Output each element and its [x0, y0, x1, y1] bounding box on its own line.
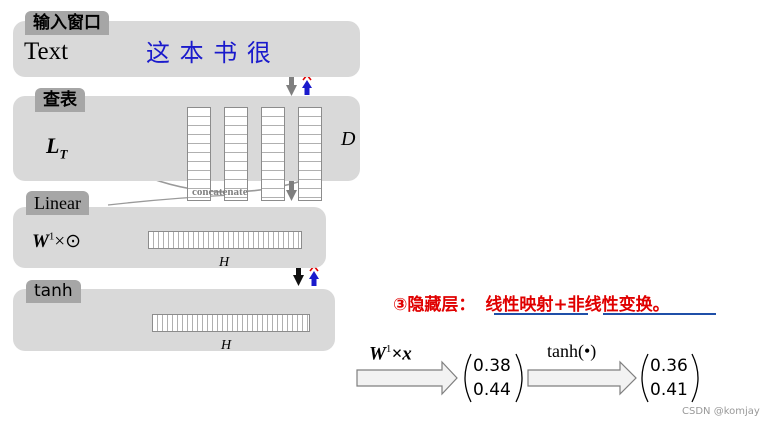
tanh-hidden-vector [152, 314, 310, 332]
tanh-h-label: H [221, 338, 232, 353]
tanh-formula: tanh(•) [547, 341, 597, 361]
hidden-layer-title: ③隐藏层：线性映射+非线性变换。 [393, 295, 670, 315]
w1-operator: W1×⊙ [32, 230, 82, 252]
watermark: CSDN @komjay [682, 406, 760, 417]
lt-symbol: LT [46, 133, 68, 162]
flow-arrow-3 [293, 264, 319, 286]
text-label: Text [24, 38, 69, 65]
w1-x-formula: W1×x [369, 343, 412, 365]
flow-arrow-1 [286, 73, 312, 96]
dimension-d-label: D [341, 128, 356, 150]
embedding-vector-3 [261, 107, 285, 201]
vector-1: 0.38 0.44 [473, 356, 511, 400]
chinese-input-text: 这 本 书 很 [146, 39, 272, 67]
block-arrow-1 [356, 360, 458, 396]
lookup-tab: 查表 [35, 88, 85, 112]
tanh-tab: tanh [26, 280, 81, 303]
concatenate-link [107, 194, 233, 206]
vector-2: 0.36 0.41 [650, 356, 688, 400]
linear-h-label: H [219, 255, 230, 270]
embedding-vector-4 [298, 107, 322, 201]
embedding-vector-2 [224, 107, 248, 201]
concatenate-label: concatenate [192, 186, 248, 198]
embedding-vector-1 [187, 107, 211, 201]
linear-tab: Linear [26, 191, 89, 215]
input-window-tab: 输入窗口 [25, 11, 109, 35]
block-arrow-2 [527, 360, 637, 396]
linear-hidden-vector [148, 231, 302, 249]
